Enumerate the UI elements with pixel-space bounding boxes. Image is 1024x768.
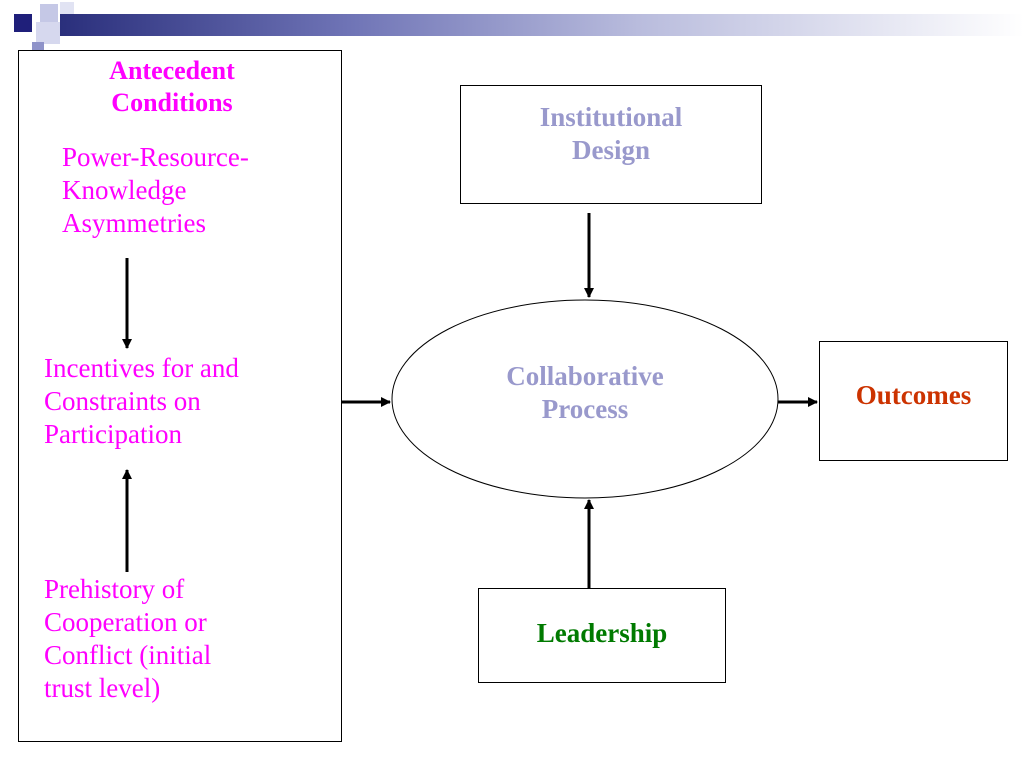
collaborative-process-line1: Collaborative: [506, 361, 664, 391]
corner-square-navy: [14, 14, 32, 32]
item1-line: Knowledge: [62, 174, 187, 205]
leadership-box: [478, 588, 726, 683]
antecedent-conditions-box: [18, 50, 342, 742]
item2-line: Participation: [44, 418, 182, 449]
incentives-and-constraints: Incentives for and Constraints on Partic…: [44, 352, 239, 451]
item3-line: Prehistory of: [44, 574, 185, 604]
antecedent-heading-line2: Conditions: [111, 87, 233, 117]
antecedent-heading-line1: Antecedent: [109, 56, 235, 85]
leadership-label: Leadership: [536, 618, 668, 648]
corner-square-light: [36, 22, 60, 44]
institutional-design-line2: Design: [571, 134, 650, 165]
institutional-design-label: Institutional Design: [460, 101, 762, 167]
item3-line: trust level): [44, 672, 161, 703]
item3-line: Cooperation or: [44, 606, 207, 637]
item1-line: Power-Resource-: [62, 142, 249, 172]
item1-line: Asymmetries: [62, 207, 206, 238]
item3-line: Conflict (initial: [44, 639, 212, 670]
prehistory-of-cooperation: Prehistory of Cooperation or Conflict (i…: [44, 573, 211, 705]
power-resource-knowledge-asymmetries: Power-Resource- Knowledge Asymmetries: [62, 141, 249, 240]
collaborative-process-line2: Process: [541, 393, 629, 424]
item2-line: Constraints on: [44, 385, 201, 416]
item2-line: Incentives for and: [44, 353, 239, 383]
corner-square-light: [40, 4, 58, 22]
institutional-design-line1: Institutional: [539, 102, 683, 132]
outcomes-box: [819, 341, 1008, 461]
collaborative-process-ellipse: [391, 299, 779, 499]
collaborative-process-label: Collaborative Process: [392, 360, 778, 426]
antecedent-heading: Antecedent Conditions: [40, 55, 304, 118]
outcomes-label: Outcomes: [855, 380, 972, 410]
institutional-design-box: [460, 85, 762, 204]
corner-square-light: [60, 2, 74, 16]
header-gradient-bar: [60, 14, 1024, 36]
